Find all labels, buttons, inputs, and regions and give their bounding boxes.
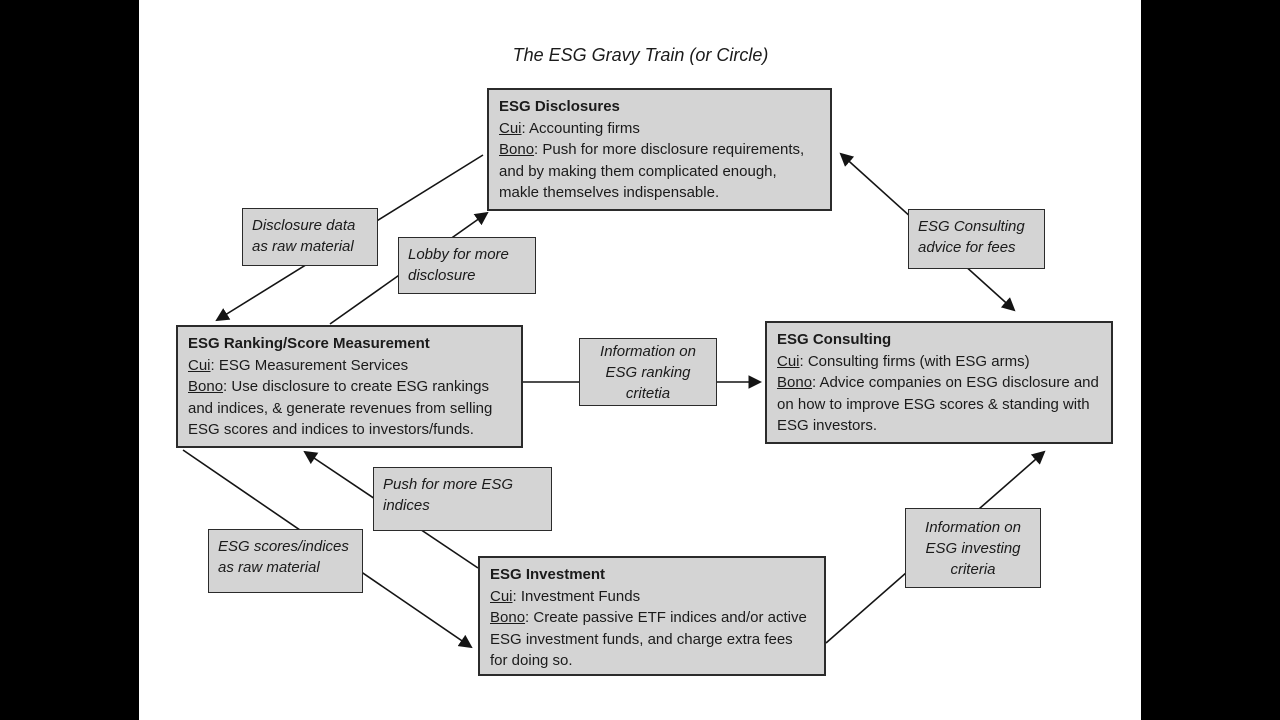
node-title: ESG Ranking/Score Measurement: [188, 335, 430, 352]
node-title: ESG Disclosures: [499, 98, 620, 115]
node-body: Bono: Push for more disclosure requireme…: [499, 139, 820, 204]
node-esg-consulting: ESG Consulting Cui: Consulting firms (wi…: [765, 321, 1113, 444]
cui-term: Cui: [490, 587, 513, 605]
bono-text: : Push for more disclosure requirements,…: [499, 141, 805, 201]
cui-term: Cui: [188, 356, 211, 374]
cui-term: Cui: [499, 119, 522, 137]
cui-text: : Investment Funds: [512, 587, 641, 605]
label-information-on-esg-ranking-criteria: Information on ESG ranking critetia: [579, 338, 717, 406]
letterbox-right-bar: [1141, 0, 1280, 720]
bono-term: Bono: [499, 141, 535, 158]
node-esg-disclosures: ESG Disclosures Cui: Accounting firms Bo…: [487, 88, 832, 211]
node-body: Bono: Advice companies on ESG disclosure…: [777, 372, 1101, 437]
bono-text: : Advice companies on ESG disclosure and…: [777, 374, 1099, 434]
bono-term: Bono: [490, 609, 526, 626]
bono-text: : Create passive ETF indices and/or acti…: [490, 609, 807, 669]
node-title: ESG Consulting: [777, 331, 892, 348]
label-esg-consulting-advice-for-fees: ESG Consulting advice for fees: [908, 209, 1045, 269]
cui-text: : ESG Measurement Services: [210, 356, 409, 374]
node-title: ESG Investment: [490, 566, 606, 583]
bono-text: : Use disclosure to create ESG rankings …: [188, 378, 493, 438]
node-body: Cui: Accounting firms: [499, 118, 820, 140]
cui-term: Cui: [777, 352, 800, 370]
node-body: Cui: Investment Funds: [490, 586, 814, 608]
label-disclosure-data-as-raw-material: Disclosure data as raw material: [242, 208, 378, 266]
letterbox-left-bar: [0, 0, 139, 720]
bono-term: Bono: [777, 374, 813, 391]
node-body: Cui: ESG Measurement Services: [188, 355, 511, 377]
cui-text: : Accounting firms: [521, 119, 640, 137]
bono-term: Bono: [188, 378, 224, 395]
node-body: Bono: Create passive ETF indices and/or …: [490, 607, 814, 672]
node-body: Cui: Consulting firms (with ESG arms): [777, 351, 1101, 373]
label-esg-scores-indices-as-raw-material: ESG scores/indices as raw material: [208, 529, 363, 593]
diagram-title: The ESG Gravy Train (or Circle): [512, 45, 769, 65]
label-information-on-esg-investing-criteria: Information on ESG investing criteria: [905, 508, 1041, 588]
label-push-for-more-esg-indices: Push for more ESG indices: [373, 467, 552, 531]
node-esg-investment: ESG Investment Cui: Investment Funds Bon…: [478, 556, 826, 676]
node-esg-ranking-score-measurement: ESG Ranking/Score Measurement Cui: ESG M…: [176, 325, 523, 448]
label-lobby-for-more-disclosure: Lobby for more disclosure: [398, 237, 536, 294]
node-body: Bono: Use disclosure to create ESG ranki…: [188, 376, 511, 441]
cui-text: : Consulting firms (with ESG arms): [799, 352, 1030, 370]
